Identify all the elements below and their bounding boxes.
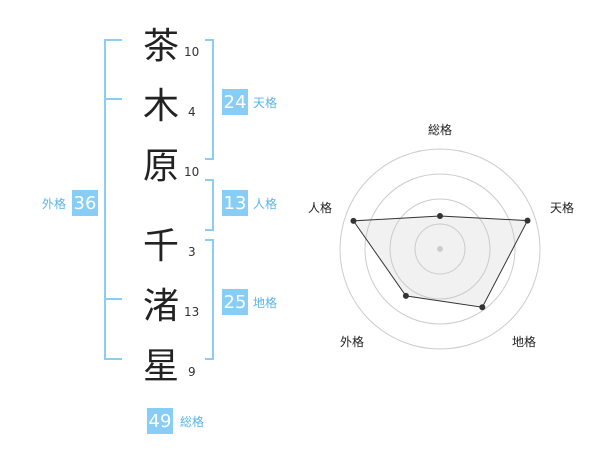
radar-center <box>437 246 443 252</box>
name-char-4: 千 <box>143 226 179 267</box>
tenkaku-label: 天格 <box>253 95 277 110</box>
soukaku-label: 総格 <box>180 414 204 429</box>
gaikaku-bracket <box>104 39 122 360</box>
soukaku-badge: 49 総格 <box>147 408 204 434</box>
radar-ring-3 <box>364 173 516 325</box>
stroke-count-3: 10 <box>184 165 199 179</box>
stroke-count-4: 3 <box>188 245 196 259</box>
gaikaku-badge: 外格 36 <box>42 190 98 216</box>
radar-axis-label-1: 総格 <box>428 122 452 137</box>
name-char-2: 木 <box>143 86 179 127</box>
name-char-3: 原 <box>143 146 179 187</box>
name-column: 茶 10 木 4 原 10 千 3 渚 13 星 9 <box>143 26 199 387</box>
radar-axis-label-5: 人格 <box>308 200 332 215</box>
radar-area <box>352 215 529 308</box>
radar-point-5 <box>350 217 357 224</box>
jinkaku-label: 人格 <box>253 196 277 211</box>
chikaku-badge: 25 地格 <box>222 289 277 315</box>
brackets <box>104 39 214 360</box>
gaikaku-label: 外格 <box>42 196 66 211</box>
radar-axis-label-3: 地格 <box>512 334 536 349</box>
stroke-count-2: 4 <box>188 105 196 119</box>
stroke-count-1: 10 <box>184 45 199 59</box>
radar-ring-1 <box>414 223 466 275</box>
radar-point-1 <box>437 213 443 219</box>
stroke-count-6: 9 <box>188 365 196 379</box>
name-char-1: 茶 <box>143 26 179 67</box>
jinkaku-bracket <box>205 179 214 231</box>
name-char-5: 渚 <box>143 286 179 327</box>
stroke-count-5: 13 <box>184 305 199 319</box>
radar-axis-label-2: 天格 <box>550 200 574 215</box>
radar-point-3 <box>479 304 486 311</box>
tenkaku-bracket <box>205 39 214 160</box>
soukaku-value: 49 <box>149 411 172 432</box>
chikaku-label: 地格 <box>253 295 277 310</box>
gaikaku-value: 36 <box>74 193 97 214</box>
jinkaku-value: 13 <box>224 193 247 214</box>
radar-point-4 <box>402 292 409 299</box>
tenkaku-value: 24 <box>224 92 247 113</box>
jinkaku-badge: 13 人格 <box>222 190 277 216</box>
name-char-6: 星 <box>143 346 179 387</box>
radar-axis-label-4: 外格 <box>340 334 364 349</box>
chikaku-bracket <box>205 239 214 360</box>
radar-point-2 <box>524 217 531 224</box>
radar-ring-4 <box>339 148 541 350</box>
radar-ring-2 <box>389 198 491 300</box>
chikaku-value: 25 <box>224 292 247 313</box>
tenkaku-badge: 24 天格 <box>222 89 277 115</box>
